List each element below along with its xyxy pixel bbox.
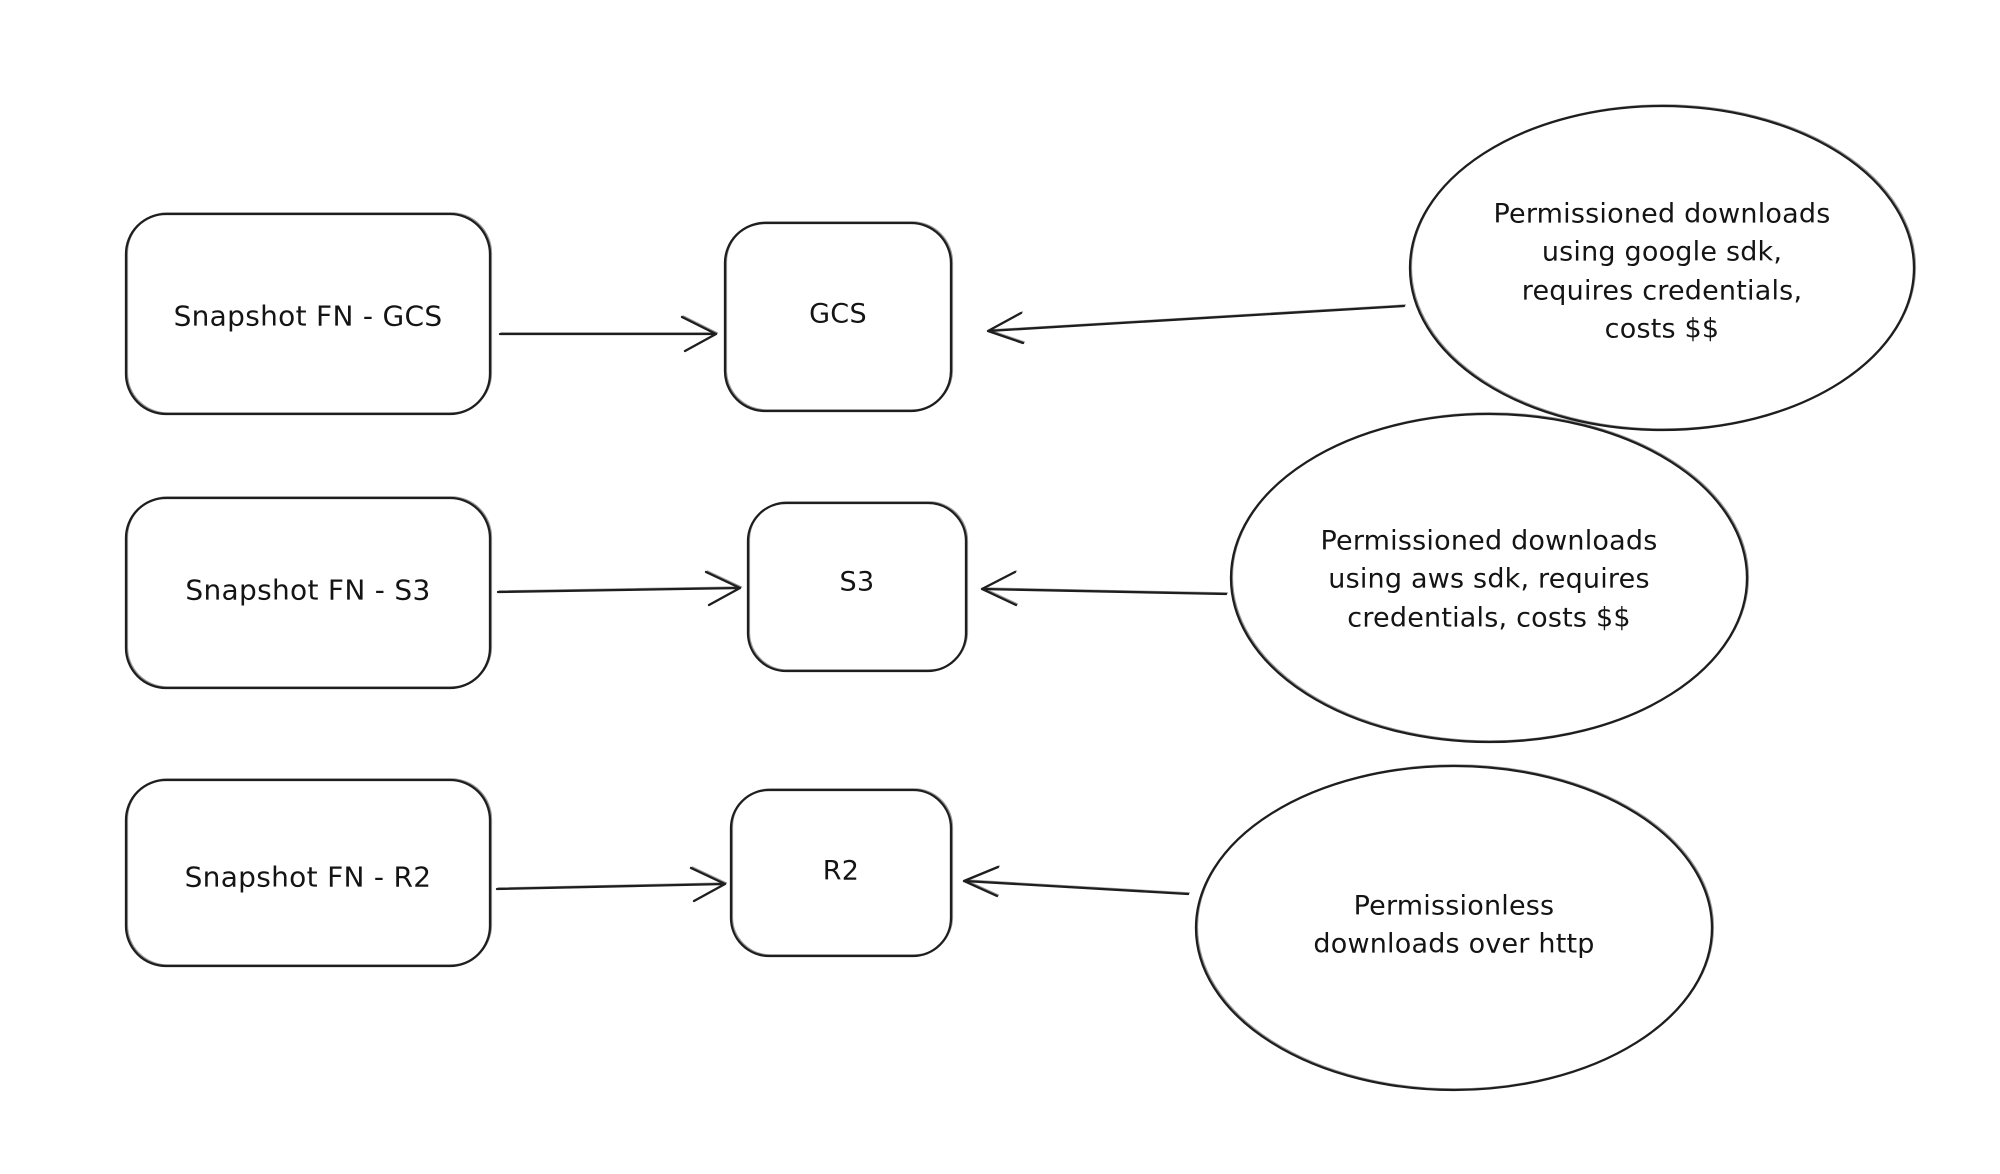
r2-label: R2: [822, 855, 860, 887]
snapshot-r2-label: Snapshot FN - R2: [184, 860, 432, 894]
snapshot-gcs-label: Snapshot FN - GCS: [173, 299, 443, 333]
s3-label: S3: [839, 566, 875, 598]
snapshot-s3-label: Snapshot FN - S3: [185, 573, 431, 607]
note-gcs-text: Permissioned downloads using google sdk,…: [1493, 198, 1831, 345]
gcs-label: GCS: [809, 298, 867, 330]
note-s3-text: Permissioned downloads using aws sdk, re…: [1320, 525, 1658, 634]
note-r2-text: Permissionless downloads over http: [1313, 890, 1595, 960]
